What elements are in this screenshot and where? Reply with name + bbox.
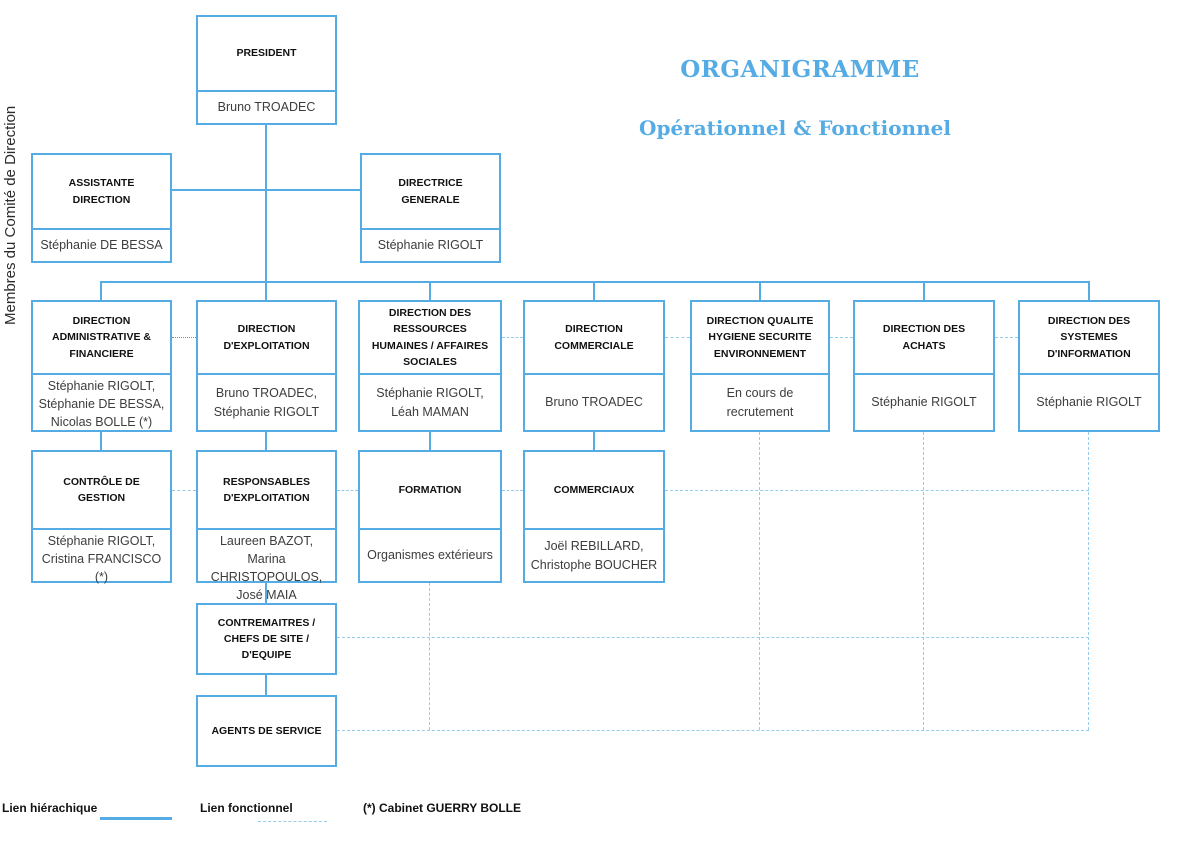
org-box-title: RESPONSABLES D'EXPLOITATION (223, 475, 310, 504)
org-box-title: DIRECTRICE GENERALE (398, 177, 463, 206)
side-label-comite-direction: Membres du Comité de Direction (2, 105, 19, 326)
legend-hierarchical-label: Lien hiérachique (2, 801, 98, 815)
org-box-title: DIRECTION D'EXPLOITATION (223, 323, 310, 352)
connector-r3r4-1 (100, 432, 102, 450)
org-box-title: DIRECTION DES SYSTEMES D'INFORMATION (1047, 315, 1131, 360)
org-box-agents-de-service[interactable]: AGENTS DE SERVICE (196, 695, 337, 767)
connector-stub-2 (265, 283, 267, 300)
functional-vertical-qhse (759, 432, 760, 730)
org-box-name: Stéphanie DE BESSA (33, 228, 170, 261)
connector-stub-5 (759, 283, 761, 300)
org-box-name: Laureen BAZOT, Marina CHRISTOPOULOS, Jos… (198, 528, 335, 607)
functional-link-formation-commerciaux (502, 490, 523, 491)
legend-cabinet-note: (*) Cabinet GUERRY BOLLE (363, 801, 522, 815)
connector-r3r4-2 (265, 432, 267, 450)
functional-vertical-si (1088, 432, 1089, 730)
org-box-name: Stéphanie RIGOLT, Léah MAMAN (360, 373, 500, 430)
org-box-name: Stéphanie RIGOLT (1020, 373, 1158, 430)
functional-link-achats-si (995, 337, 1018, 338)
org-box-title: FORMATION (398, 483, 462, 496)
org-box-name: Stéphanie RIGOLT (362, 228, 499, 261)
org-box-title: DIRECTION DES RESSOURCES HUMAINES / AFFA… (371, 306, 489, 368)
connector-r3r4-4 (593, 432, 595, 450)
functional-link-qhse-achats (830, 337, 853, 338)
org-box-name: Stéphanie RIGOLT, Stéphanie DE BESSA, Ni… (33, 373, 170, 433)
page-title: ORGANIGRAMME (680, 56, 920, 83)
org-box-name: Joël REBILLARD, Christophe BOUCHER (525, 528, 663, 581)
org-box-title: DIRECTION ADMINISTRATIVE & FINANCIERE (52, 315, 151, 360)
org-box-directrice-generale[interactable]: DIRECTRICE GENERALE Stéphanie RIGOLT (360, 153, 501, 263)
org-box-name: Bruno TROADEC, Stéphanie RIGOLT (198, 373, 335, 430)
org-box-responsables-exploitation[interactable]: RESPONSABLES D'EXPLOITATION Laureen BAZO… (196, 450, 337, 602)
connector-r4r5 (265, 583, 267, 603)
functional-link-admin-exploitation (172, 337, 196, 338)
connector-stub-4 (593, 283, 595, 300)
connector-stub-7 (1088, 283, 1090, 300)
org-box-president[interactable]: PRESIDENT Bruno TROADEC (196, 15, 337, 125)
org-box-commerciaux[interactable]: COMMERCIAUX Joël REBILLARD, Christophe B… (523, 450, 665, 583)
org-box-title: DIRECTION DES ACHATS (882, 323, 966, 352)
org-box-direction-qhse[interactable]: DIRECTION QUALITE HYGIENE SECURITE ENVIR… (690, 300, 830, 432)
functional-vertical-achats (923, 432, 924, 730)
connector-president-vertical (265, 125, 267, 282)
connector-main-horizontal (100, 281, 1090, 283)
org-box-name: En cours de recrutement (692, 373, 828, 430)
org-box-title: PRESIDENT (236, 47, 297, 60)
org-box-title: CONTRÔLE DE GESTION (63, 475, 140, 504)
page-subtitle: Opérationnel & Fonctionnel (639, 116, 951, 140)
org-box-name: Bruno TROADEC (525, 373, 663, 430)
functional-link-commerciaux-right (665, 490, 1089, 491)
org-box-name: Bruno TROADEC (198, 90, 335, 123)
org-box-direction-commerciale[interactable]: DIRECTION COMMERCIALE Bruno TROADEC (523, 300, 665, 432)
org-box-direction-systemes-information[interactable]: DIRECTION DES SYSTEMES D'INFORMATION Sté… (1018, 300, 1160, 432)
org-box-direction-rh-affaires-sociales[interactable]: DIRECTION DES RESSOURCES HUMAINES / AFFA… (358, 300, 502, 432)
functional-link-controle-responsables (172, 490, 196, 491)
functional-link-responsables-formation (337, 490, 358, 491)
legend-functional-line-sample (258, 821, 327, 822)
functional-horizontal-contremaitres (337, 637, 1089, 638)
connector-stub-3 (429, 283, 431, 300)
functional-link-commerciale-qhse (665, 337, 690, 338)
org-box-title: AGENTS DE SERVICE (211, 724, 322, 737)
org-box-controle-de-gestion[interactable]: CONTRÔLE DE GESTION Stéphanie RIGOLT, Cr… (31, 450, 172, 584)
connector-r3r4-3 (429, 432, 431, 450)
org-box-title: DIRECTION QUALITE HYGIENE SECURITE ENVIR… (706, 315, 814, 360)
org-box-name: Stéphanie RIGOLT, Cristina FRANCISCO (*) (33, 528, 170, 588)
legend-hierarchical-line-sample (100, 817, 172, 820)
functional-vertical-formation (429, 583, 430, 730)
legend-functional-label: Lien fonctionnel (200, 801, 293, 815)
org-box-contremaitres-chefs[interactable]: CONTREMAITRES / CHEFS DE SITE / D'EQUIPE (196, 603, 337, 675)
connector-stub-6 (923, 283, 925, 300)
functional-horizontal-agents (337, 730, 1089, 731)
org-box-title: COMMERCIAUX (553, 483, 635, 496)
org-box-name: Stéphanie RIGOLT (855, 373, 993, 430)
org-box-title: CONTREMAITRES / CHEFS DE SITE / D'EQUIPE (217, 616, 316, 662)
org-box-formation[interactable]: FORMATION Organismes extérieurs (358, 450, 502, 583)
org-box-direction-administrative-financiere[interactable]: DIRECTION ADMINISTRATIVE & FINANCIERE St… (31, 300, 172, 432)
connector-row2-horizontal (172, 189, 360, 191)
org-box-title: DIRECTION COMMERCIALE (554, 323, 634, 352)
org-box-assistante-direction[interactable]: ASSISTANTE DIRECTION Stéphanie DE BESSA (31, 153, 172, 263)
org-box-direction-achats[interactable]: DIRECTION DES ACHATS Stéphanie RIGOLT (853, 300, 995, 432)
org-box-name: Organismes extérieurs (360, 528, 500, 581)
org-box-title: ASSISTANTE DIRECTION (68, 177, 135, 206)
connector-stub-1 (100, 283, 102, 300)
functional-link-rh-commerciale (502, 337, 523, 338)
org-box-direction-exploitation[interactable]: DIRECTION D'EXPLOITATION Bruno TROADEC, … (196, 300, 337, 432)
connector-r5r6 (265, 675, 267, 695)
